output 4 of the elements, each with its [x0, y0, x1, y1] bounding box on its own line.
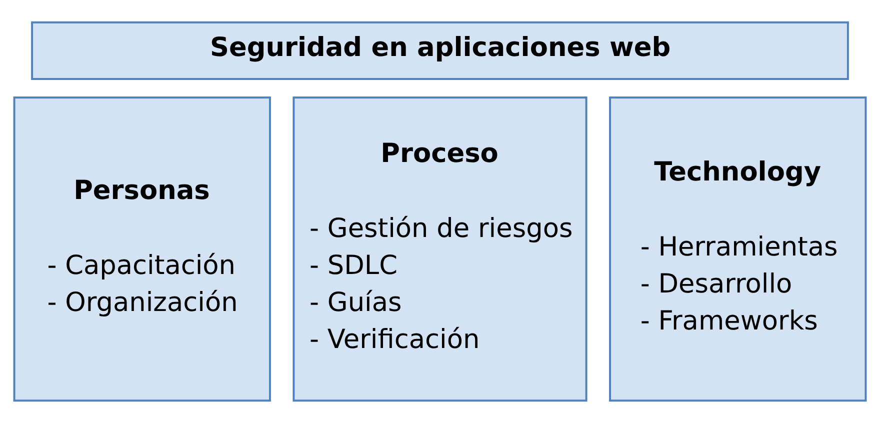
node-box: Proceso - Gestión de riesgos - SDLC - Guías - Verificación: [292, 96, 587, 402]
node-box: Personas - Capacitación - Organización: [12, 96, 270, 402]
node-box: Seguridad en aplicaciones web: [30, 21, 848, 80]
node-box: Technology - Herramientas - Desarrollo - Frameworks: [608, 96, 866, 402]
